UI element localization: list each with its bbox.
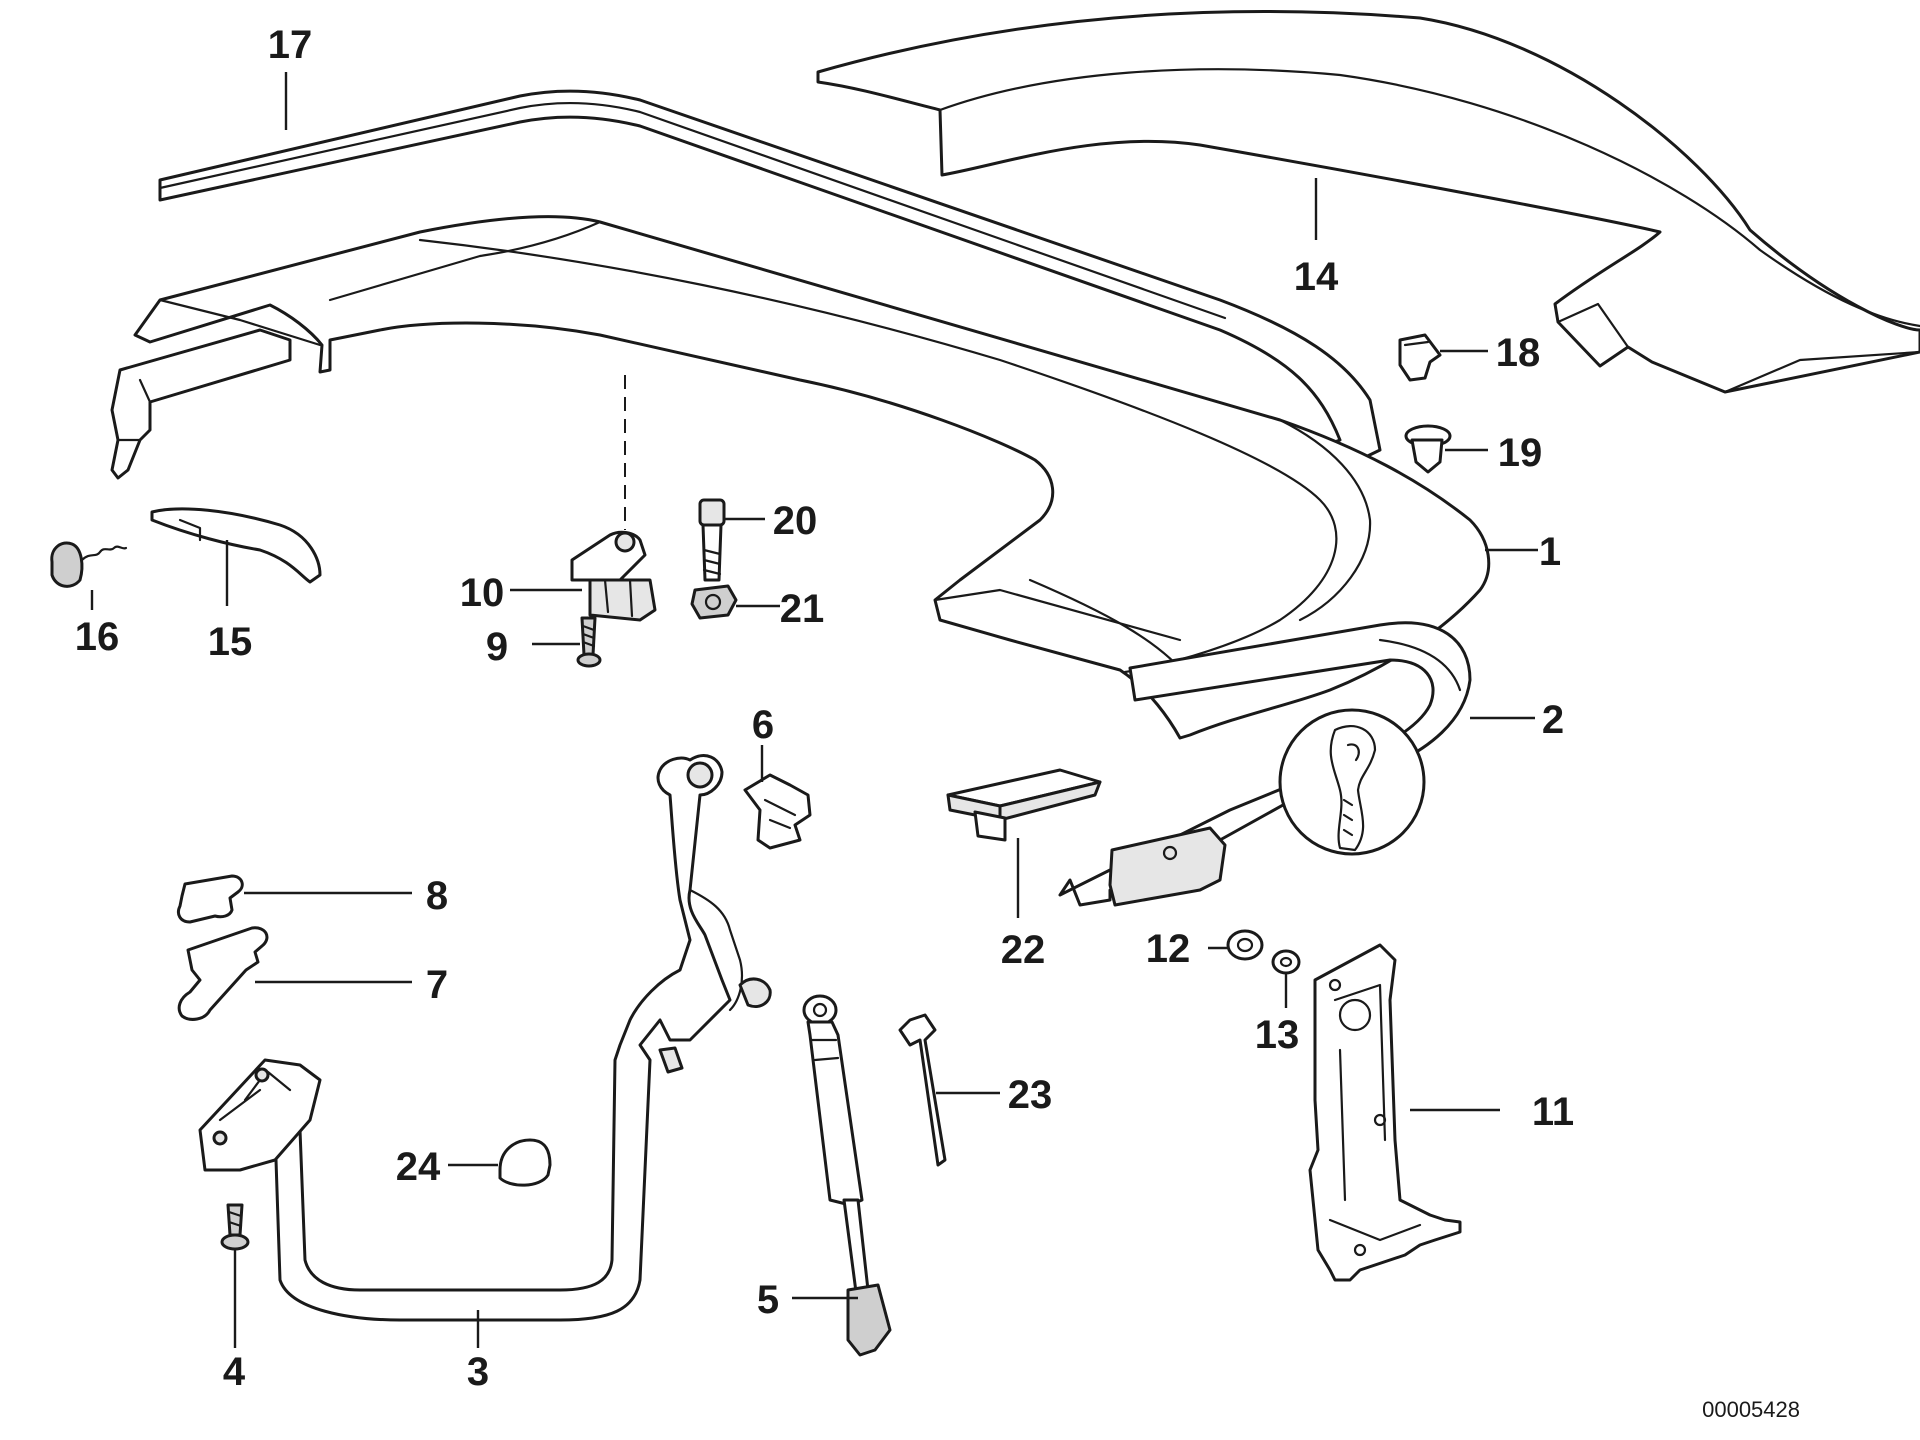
callout-13: 13: [1255, 1013, 1300, 1057]
part-5-gas-strut: [802, 994, 892, 1357]
part-19-rivet: [1404, 424, 1452, 474]
callout-9: 9: [486, 625, 508, 669]
part-6-clip: [743, 773, 812, 850]
part-3-pivot-bracket: [198, 1058, 322, 1172]
callout-6: 6: [752, 703, 774, 747]
part-15-bracket: [150, 507, 322, 584]
part-22-cap: [946, 768, 1102, 842]
part-8-plate: [176, 874, 244, 924]
diagram-document-number: 00005428: [1702, 1397, 1800, 1422]
callout-14: 14: [1294, 255, 1339, 299]
part-1-main-cover: [133, 215, 1491, 740]
callout-21: 21: [780, 587, 825, 631]
part-2-detail-inset: [1278, 708, 1426, 856]
part-4-screw: [220, 1203, 250, 1251]
part-13-washer: [1271, 949, 1301, 975]
callout-24: 24: [396, 1145, 441, 1189]
part-20-bolt: [698, 498, 726, 582]
part-12-grommet: [1226, 929, 1264, 961]
part-2-lower-seal: [1058, 621, 1472, 907]
part-10-mount-bracket: [570, 530, 657, 622]
part-3-folding-arm: [273, 754, 772, 1322]
part-11-mounting-plate: [1308, 943, 1462, 1282]
callout-18: 18: [1496, 331, 1541, 375]
part-14-cover-panel: [816, 10, 1920, 394]
part-24-rubber-stop: [498, 1138, 552, 1187]
leader-lines: [90, 72, 1538, 1348]
callout-15: 15: [208, 620, 253, 664]
callout-1: 1: [1539, 530, 1561, 574]
callout-16: 16: [75, 615, 120, 659]
part-18-clip: [1398, 333, 1442, 382]
callout-3: 3: [467, 1350, 489, 1394]
callout-10: 10: [460, 571, 505, 615]
callout-23: 23: [1008, 1073, 1053, 1117]
callout-5: 5: [757, 1278, 779, 1322]
part-7-plate: [177, 926, 269, 1021]
part-16-plug: [50, 541, 128, 588]
part-9-screw: [576, 616, 602, 668]
part-21-nut: [690, 584, 738, 620]
callout-17: 17: [268, 23, 313, 67]
callout-12: 12: [1146, 927, 1191, 971]
callout-22: 22: [1001, 928, 1046, 972]
callout-20: 20: [773, 499, 818, 543]
part-hinge-arm-left: [110, 328, 292, 480]
callout-4: 4: [223, 1350, 246, 1394]
callout-11: 11: [1532, 1090, 1574, 1134]
part-23-strap: [898, 1013, 947, 1167]
callout-19: 19: [1498, 431, 1543, 475]
callout-2: 2: [1542, 698, 1564, 742]
callout-8: 8: [426, 874, 448, 918]
callout-labels: 17 14 18 19 20 21 1 2 10 9 16 15 6 8 7 2…: [75, 23, 1574, 1394]
callout-7: 7: [426, 963, 448, 1007]
